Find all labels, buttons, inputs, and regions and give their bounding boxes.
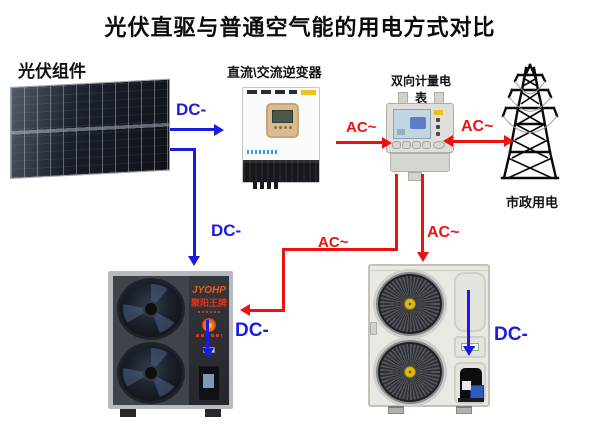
meter-button [392,141,401,149]
fan-icon [117,278,185,340]
unit-leg [120,409,136,417]
meter-indicator-dot [436,125,440,129]
ac-line-meter-to-right-unit [421,174,424,254]
ac-label: AC~ [461,118,494,135]
meter-lower-housing [390,153,450,172]
compressor-bay [454,362,486,404]
fan-icon [117,342,185,404]
dc-line-pv-to-left-unit [193,148,196,258]
inverter-base [243,160,319,182]
arrow-right-icon [504,135,514,147]
brand-logo-text: JYOHP [192,285,226,296]
left-heat-pump-image: JYOHP 聚阳王牌 [108,271,233,417]
arrow-down-icon [188,256,200,266]
dc-label: DC- [211,221,242,240]
logo-text-row [196,334,222,337]
dc-line-left-unit-internal [206,320,209,350]
meter-button [402,141,411,149]
meter-indicator-dot [436,118,440,122]
arrow-right-icon [382,137,392,149]
inverter-label: 直流\交流逆变器 [227,65,322,80]
inverter-connectors [253,182,279,189]
grid-power-label: 市政用电 [506,195,559,210]
sun-logo-icon [199,318,219,332]
meter-lcd [393,109,431,139]
ac-line-meter-to-left-unit [249,309,285,312]
compressor-image [460,368,484,402]
compressor-image [199,362,219,400]
inverter-control-panel [266,103,299,138]
unit-leg [205,409,221,417]
dc-label: DC- [494,324,528,345]
ac-label: AC~ [346,119,377,136]
dc-line-pv-to-inverter [170,128,214,131]
page-title: 光伏直驱与普通空气能的用电方式对比 [104,15,496,40]
compressor-base [458,398,484,402]
unit-foot [388,406,404,414]
inverter-vents [247,90,297,94]
ac-line-inverter-to-meter [336,141,382,144]
dc-label: DC- [176,100,207,119]
ac-line-meter-to-grid [452,140,504,143]
meter-bottom-tab [408,172,422,181]
side-panel-recess [454,272,486,332]
unit-foot [456,406,472,414]
dc-line-pv-to-left-unit [170,148,196,151]
meter-button [412,141,421,149]
inverter-lcd [272,110,293,123]
meter-indicator-dot [436,132,440,136]
transmission-tower-icon [500,63,560,180]
side-handle [370,322,377,335]
meter-indicator-yellow [434,110,443,115]
dc-label: DC- [235,320,269,341]
inverter-led-row [247,150,279,154]
meter-label: 双向计量电表 [390,74,451,105]
ac-line-meter-to-left-unit [395,174,398,251]
arrow-left-icon [443,135,453,147]
arrow-down-icon [202,348,214,358]
meter-button [422,141,431,149]
left-heat-pump-side-panel: JYOHP 聚阳王牌 [189,276,229,405]
arrow-down-icon [463,346,475,356]
fan-icon [376,340,444,404]
pv-label: 光伏组件 [18,62,86,81]
ac-line-meter-to-left-unit [282,248,285,312]
dc-line-right-unit-internal [467,290,470,348]
ac-line-meter-to-left-unit [282,248,398,251]
inverter-sticker [301,90,316,95]
ac-label: AC~ [427,224,460,241]
fan-icon [376,272,444,336]
brand-logo-text-cn: 聚阳王牌 [190,298,227,308]
ac-label: AC~ [318,234,349,251]
inverter-image [242,87,320,189]
solar-panel-image [10,78,170,179]
arrow-down-icon [417,252,429,262]
brand-tagline-row [198,311,220,313]
arrow-left-icon [240,304,250,316]
arrow-right-icon [214,124,224,136]
inverter-buttons [268,126,297,129]
right-heat-pump-image [368,264,490,407]
left-heat-pump-face [113,276,189,405]
